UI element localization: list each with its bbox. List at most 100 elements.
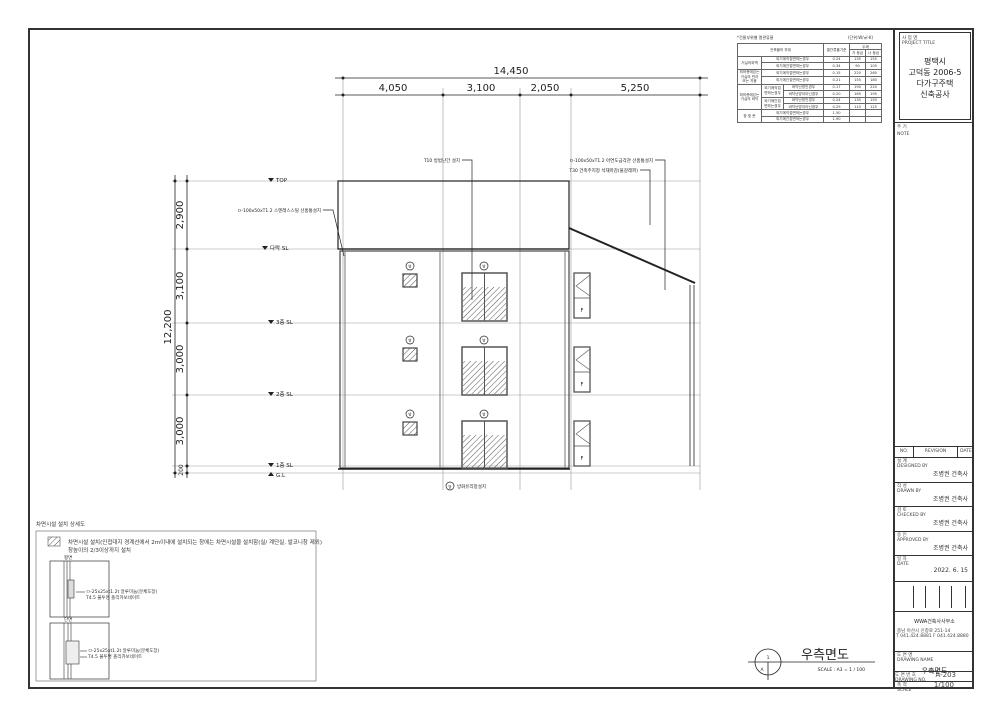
project-box: 사 업 명 PROJECT TITLE 평택시 고덕동 2006-5 다가구주택… (899, 32, 971, 120)
approver-value: 조병권 건축사 (932, 544, 968, 552)
designer-label: DESIGNED BY (897, 464, 928, 469)
project-label: PROJECT TITLE (902, 41, 936, 46)
revision-col-revision: REVISION (914, 447, 958, 457)
date-label-kr: 일 자 (897, 557, 907, 562)
leader-lines (323, 159, 666, 300)
grid-lines (172, 78, 701, 490)
table-unit: (단위:W/㎡·K) (848, 35, 874, 40)
small-window (402, 421, 418, 436)
checker-label: CHECKED BY (897, 513, 926, 518)
detail-plan-spec-2: T4.5 불투명 폴리카보네이트 (86, 596, 141, 601)
dim-width-4: 5,250 (621, 83, 650, 94)
project-title: 평택시 고덕동 2006-5 다가구주택 신축공사 (900, 56, 970, 100)
annotation-fire-window: 방화유리창설치 (457, 483, 486, 490)
dim-total-height: 12,200 (163, 310, 174, 345)
project-line: 다가구주택 (916, 79, 954, 88)
detail-section-spec-2: T4.5 불투명 폴리카보네이트 (88, 655, 143, 660)
dim-width-3: 2,050 (531, 83, 560, 94)
drawing-no-label: DRAWING NO. (895, 678, 927, 683)
table-caption: *건물부위별 열관류율 (737, 35, 774, 40)
header-thickness: 두께 (849, 42, 883, 51)
checker-label-kr: 검 토 (897, 508, 907, 513)
annotation-railing: T10 방범난간 설치 (423, 157, 460, 164)
project-line: 고덕동 2006-5 (908, 68, 962, 77)
dim-height-4: 3,000 (175, 417, 186, 446)
detail-plan-spec-1: ㅁ-25x25xt1.2t 알루미늄(분체도장) (86, 590, 158, 595)
level-attic: 다락 SL (270, 244, 289, 252)
level-markers: TOP 다락 SL 3층 SL 2층 SL 1층 SL G.L (262, 178, 294, 479)
detail-title: 차면시설 설치 상세도 (36, 522, 86, 528)
drawing-number: 1 (767, 655, 770, 661)
dim-width-1: 4,050 (379, 83, 408, 94)
drawing-name-label: DRAWING NAME (897, 658, 934, 663)
small-window (402, 273, 418, 288)
cell-na: 155 (865, 55, 883, 64)
note-label-kr: 주 기 (897, 125, 907, 130)
project-label-kr: 사 업 명 (902, 36, 918, 41)
firm-name: WWA건축사사무소 (914, 619, 955, 625)
revision-col-date: DATE (960, 449, 972, 454)
detail-legend: 차면시설 설치(인접대지 경계선에서 2m이내에 설치되는 창에는 차면시설을 … (68, 540, 322, 546)
fire-window (573, 346, 591, 393)
revision-slot-divider (965, 586, 966, 608)
dimension-ticks (173, 76, 702, 475)
drawing-scale: SCALE : A3 = 1 / 100 (818, 667, 865, 673)
window-tag: 방 (482, 412, 486, 417)
approver-label-kr: 승 인 (897, 532, 907, 538)
window-mark: F (581, 456, 584, 462)
approver-label: APPROVED BY (897, 537, 929, 543)
designer-value: 조병권 건축사 (932, 471, 968, 478)
cell-group: 최하층에있는 거실의 바닥 (737, 83, 762, 111)
window-mark: F (581, 382, 584, 388)
scale-label-kr: 축 척 (897, 683, 907, 688)
revision-col-no: NO. (895, 447, 914, 457)
window-tag: 방 (408, 338, 412, 343)
drawing-sheet-border (28, 28, 974, 689)
annotation-gutter-right: ㅁ-100x50xT1.2 아연도금각관 선홈통설치 (569, 157, 653, 164)
small-window (402, 347, 418, 362)
cell-cond: 외기에직접면하는경우 (760, 55, 825, 64)
project-line: 신축공사 (920, 90, 950, 99)
drafter-label: DRAWN BY (897, 488, 922, 494)
level-3f: 3층 SL (276, 318, 294, 326)
level-top: TOP (275, 178, 288, 184)
firm-section: WWA건축사사무소 충남 아산시 신창로 251-14 T 041.424.88… (895, 611, 974, 652)
designer-label-kr: 설 계 (897, 459, 907, 464)
fire-window-tag: 방 (448, 484, 452, 489)
title-block-approver-row: 승 인 APPROVED BY 조병권 건축사 (895, 530, 974, 556)
header-part: 건축물의 부위 (736, 43, 825, 57)
fire-window (573, 272, 591, 319)
fire-window (573, 420, 591, 467)
dim-total-width: 14,450 (494, 66, 529, 77)
level-gl: G.L (276, 473, 286, 479)
revision-slot-divider (939, 586, 940, 608)
firm-address: 충남 아산시 신창로 251-14 (897, 629, 951, 634)
dimension-lines (174, 77, 708, 478)
window-tag: 방 (408, 264, 412, 269)
drawing-no-label-kr: 도 면 번 호 (895, 673, 916, 678)
revision-slots (895, 581, 974, 612)
revision-slot-divider (925, 586, 926, 608)
window-tag: 방 (408, 412, 412, 417)
revision-slot-divider (951, 586, 952, 608)
detail-section-spec-1: ㅁ-25x25xt1.2t 알루미늄(분체도장) (88, 649, 160, 654)
level-1f: 1층 SL (276, 461, 294, 469)
dim-height-1: 2,900 (175, 201, 186, 230)
firm-phone: T 041.424.8881 F 041.424.8880 (896, 634, 969, 639)
date-label: DATE (897, 562, 909, 567)
drafter-value: 조병권 건축사 (932, 495, 968, 503)
drawing-no-section: 도 면 번 호 DRAWING NO.A-203 (893, 671, 972, 683)
dim-width-2: 3,100 (467, 83, 496, 94)
annotation-gutter-left: ㅁ-100x50xT1.2 스텐레스스틸 선홈통설치 (237, 207, 321, 214)
title-block-drafter-row: 작 성 DRAWN BY 조병권 건축사 (895, 481, 974, 507)
cell-cond: 외기에간접면하는경우 (760, 115, 825, 124)
